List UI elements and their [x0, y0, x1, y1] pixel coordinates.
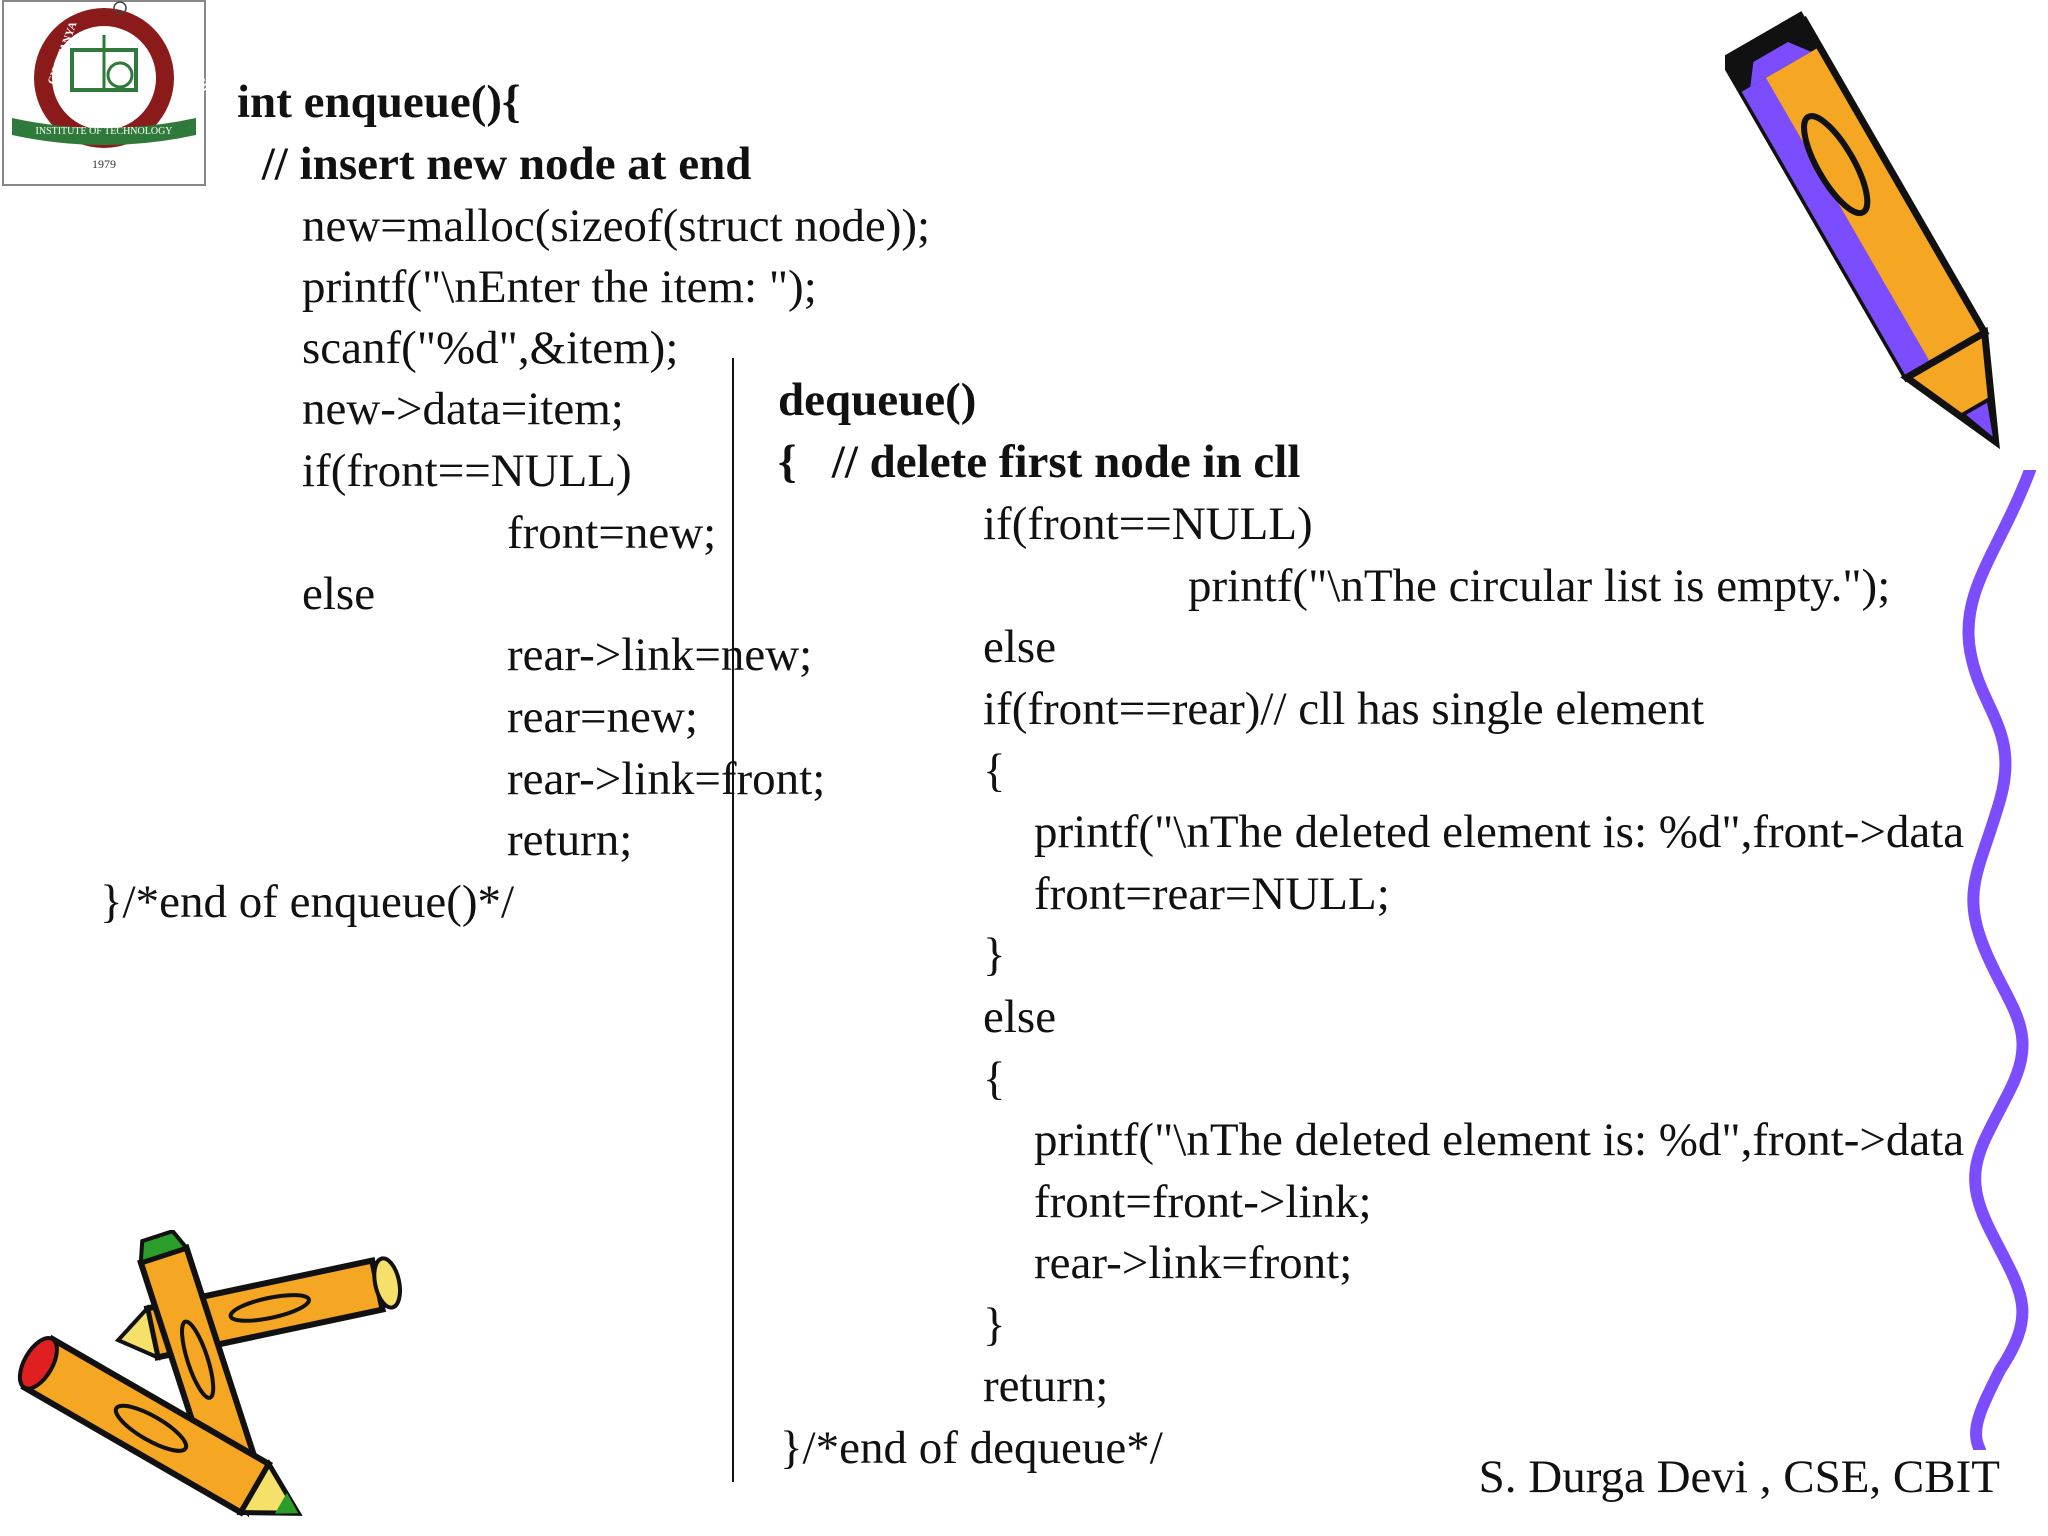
enqueue-line: printf("\nEnter the item: "); — [302, 261, 817, 313]
enqueue-line: new->data=item; — [302, 383, 624, 435]
enqueue-line: new=malloc(sizeof(struct node)); — [302, 200, 931, 252]
dequeue-line: rear->link=front; — [1034, 1237, 1353, 1289]
dequeue-line: { — [983, 1053, 1006, 1105]
dequeue-line: } — [983, 929, 1006, 981]
enqueue-line: if(front==NULL) — [302, 445, 632, 497]
enqueue-signature: int enqueue(){ — [237, 76, 521, 128]
enqueue-line: front=new; — [507, 507, 717, 559]
dequeue-signature: dequeue() — [778, 374, 977, 426]
enqueue-line: rear=new; — [507, 691, 698, 743]
crossed-pencils-icon — [17, 1230, 402, 1518]
college-logo: INSTITUTE OF TECHNOLOGY CHAITANYA BHARAT… — [2, 0, 206, 186]
dequeue-line: return; — [983, 1360, 1109, 1412]
enqueue-line: else — [302, 568, 376, 620]
dequeue-line: { — [983, 745, 1006, 797]
column-divider — [732, 358, 734, 1482]
logo-banner-text: INSTITUTE OF TECHNOLOGY — [35, 126, 172, 137]
wavy-line-decoration — [1962, 470, 2036, 1450]
enqueue-end: }/*end of enqueue()*/ — [100, 876, 515, 928]
dequeue-line: front=front->link; — [1034, 1176, 1372, 1228]
logo-year: 1979 — [92, 157, 116, 171]
enqueue-line: rear->link=front; — [507, 753, 826, 805]
enqueue-line: scanf("%d",&item); — [302, 322, 679, 374]
dequeue-open: { // delete first node in cll — [778, 436, 1301, 488]
dequeue-line: else — [983, 991, 1057, 1043]
dequeue-line: printf("\nThe circular list is empty."); — [1188, 560, 1891, 612]
pencil-icon — [1725, 11, 2000, 450]
dequeue-line: printf("\nThe deleted element is: %d",fr… — [1034, 806, 1965, 858]
dequeue-line: printf("\nThe deleted element is: %d",fr… — [1034, 1114, 1965, 1166]
author-footer: S. Durga Devi , CSE, CBIT — [1478, 1451, 2000, 1503]
enqueue-line: rear->link=new; — [507, 629, 813, 681]
dequeue-line: front=rear=NULL; — [1034, 868, 1390, 920]
dequeue-line: if(front==rear)// cll has single element — [983, 683, 1705, 735]
enqueue-comment: // insert new node at end — [250, 138, 752, 190]
enqueue-line: return; — [507, 814, 633, 866]
dequeue-line: if(front==NULL) — [983, 498, 1313, 550]
dequeue-line: } — [983, 1299, 1006, 1351]
dequeue-end: }/*end of dequeue*/ — [780, 1422, 1163, 1474]
dequeue-line: else — [983, 621, 1057, 673]
